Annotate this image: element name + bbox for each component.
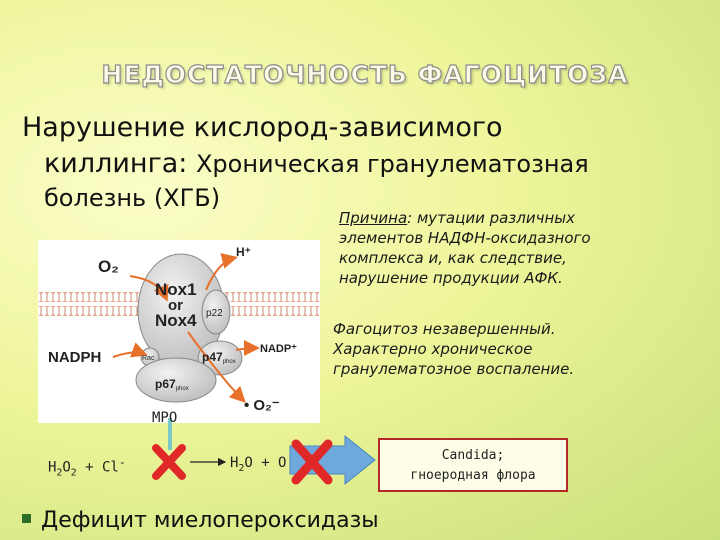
cause-label: Причина [339, 209, 408, 227]
or-label: or [168, 297, 183, 314]
nadph-oxidase-diagram: O₂ H⁺ Nox1 or Nox4 p22 NADPH Rac p47phox… [38, 240, 320, 423]
superoxide-label: • O₂⁻ [244, 397, 280, 414]
h-plus-label: H⁺ [236, 245, 251, 259]
cause-body: : мутации различных элементов НАДФН-окси… [339, 209, 591, 287]
nadp-arrow [235, 340, 260, 357]
reaction-scheme [152, 418, 376, 486]
reaction-left: H2O2 + Cl- [48, 455, 126, 478]
o2-label: O₂ [98, 257, 119, 276]
h-char-1: H [48, 459, 57, 476]
lead-line-3: болезнь (ХГБ) [44, 184, 221, 212]
lead-line-2-rest: Хроническая гранулематозная [195, 150, 589, 178]
sub-2b: 2 [70, 467, 77, 479]
p67-label: p67phox [155, 377, 189, 392]
o-plus-o: O + O [244, 455, 287, 471]
nadp-plus-label: NADP⁺ [260, 343, 297, 355]
nadph-arrow [112, 342, 148, 358]
nadph-label: NADPH [48, 349, 101, 366]
nox1-label: Nox1 [155, 280, 197, 299]
lead-line-2-main: киллинга: [44, 148, 196, 179]
p47-sub: phox [223, 359, 236, 365]
plus-cl: + Cl [76, 459, 119, 476]
phagocytosis-note: Фагоцитоз незавершенный. Характерно хрон… [333, 320, 575, 378]
cross-icon-left [152, 444, 186, 480]
p67-sub: phox [176, 386, 189, 392]
reaction-right: H2O + O [230, 455, 287, 474]
p22-label: p22 [206, 308, 223, 319]
sub-2a: 2 [56, 467, 63, 479]
p67-main: p67 [155, 377, 176, 391]
cause-text: Причина: мутации различных элементов НАД… [339, 208, 639, 288]
nox4-label: Nox4 [155, 311, 197, 330]
h-plus-arrow [205, 253, 238, 291]
bullet-square-icon [22, 513, 31, 523]
o-char-1: O [62, 459, 71, 476]
p47-label: p47phox [202, 350, 236, 365]
p47-main: p47 [202, 350, 223, 364]
h-char-2: H [230, 455, 239, 471]
protein-complex [135, 253, 243, 403]
candida-line-1: Candida; [441, 448, 505, 463]
rac-label: Rac [142, 355, 155, 362]
sub-2c: 2 [238, 462, 245, 474]
candida-box: Candida; гноеродная флора [378, 438, 568, 492]
bullet-text: Дефицит миелопероксидазы [41, 508, 379, 533]
bullet-item: Дефицит миелопероксидазы [22, 508, 379, 533]
slide-title: НЕДОСТАТОЧНОСТЬ ФАГОЦИТОЗА [101, 59, 629, 89]
nadph-oxidase-svg: O₂ H⁺ Nox1 or Nox4 p22 NADPH Rac p47phox… [38, 245, 320, 414]
o2-arrow [129, 275, 169, 302]
cl-charge: - [118, 455, 126, 469]
candida-line-2: гноеродная флора [410, 468, 536, 483]
mpo-label: MPO [152, 410, 178, 426]
lead-line-1: Нарушение кислород-зависимого [22, 112, 503, 143]
lead-line-2: киллинга: Хроническая гранулематозная [44, 148, 589, 179]
superoxide-arrow [187, 331, 246, 403]
cross-icon-right [291, 439, 333, 485]
